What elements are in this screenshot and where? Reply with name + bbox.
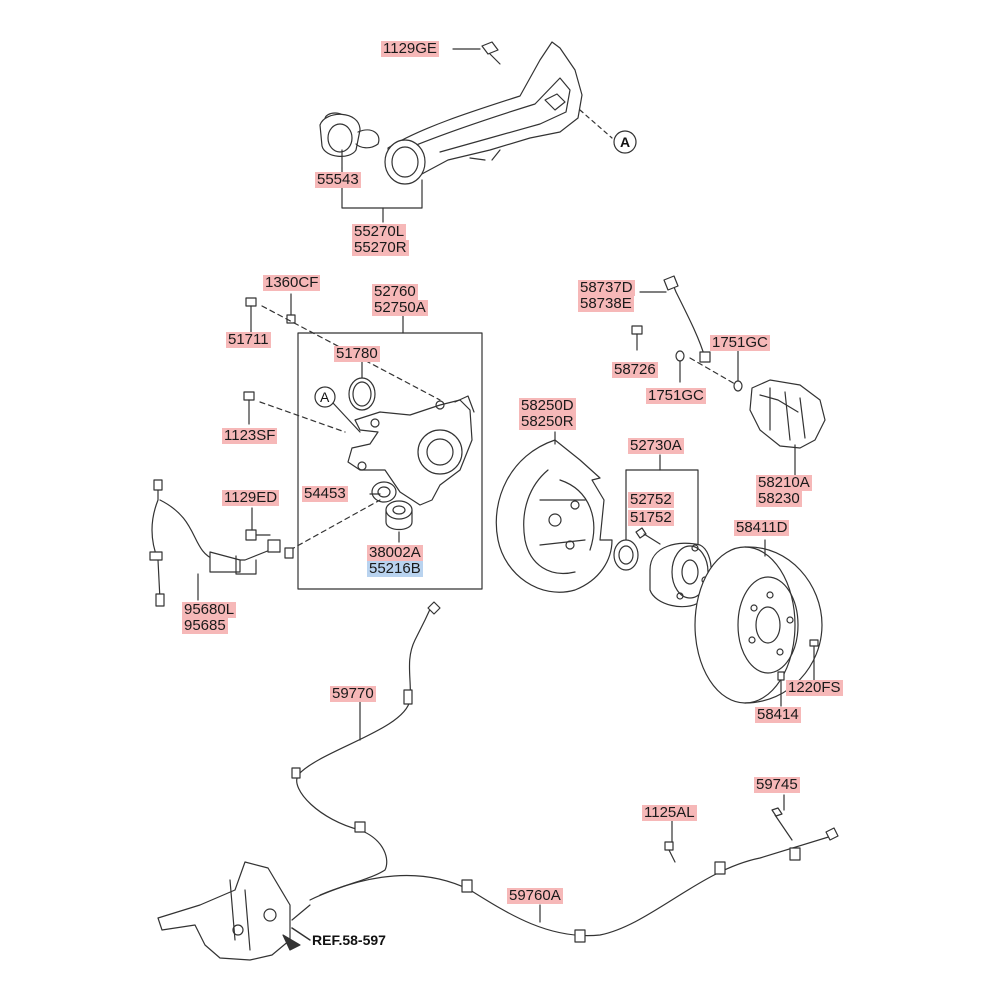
part-label[interactable]: 52730A bbox=[628, 437, 684, 454]
part-label[interactable]: 51780 bbox=[334, 345, 380, 362]
part-label[interactable]: 51752 bbox=[628, 509, 674, 526]
callout-A-knuckle bbox=[314, 386, 336, 408]
part-label[interactable]: 58414 bbox=[755, 706, 801, 723]
part-label[interactable]: 58726 bbox=[612, 361, 658, 378]
callout-A-top bbox=[613, 130, 637, 154]
part-label[interactable]: 52750A bbox=[372, 299, 428, 316]
part-label[interactable]: 1125AL bbox=[642, 804, 697, 821]
brake-disc[interactable] bbox=[694, 546, 823, 704]
part-label[interactable]: 1129GE bbox=[381, 40, 439, 57]
part-label[interactable]: 1220FS bbox=[786, 679, 843, 696]
part-label[interactable]: 52752 bbox=[628, 491, 674, 508]
part-label[interactable]: 1360CF bbox=[263, 274, 321, 291]
bolt-51711[interactable] bbox=[245, 297, 257, 331]
bolt-58726[interactable] bbox=[631, 325, 643, 351]
trailing-arm[interactable] bbox=[384, 41, 583, 185]
wheel-speed-sensor[interactable] bbox=[149, 479, 294, 607]
part-label[interactable]: 95685 bbox=[182, 617, 228, 634]
part-label[interactable]: 59760A bbox=[507, 887, 563, 904]
bolt-1129GE[interactable] bbox=[481, 41, 501, 65]
bearing-52752[interactable] bbox=[613, 539, 639, 571]
parking-brake-lever[interactable] bbox=[157, 861, 311, 961]
knuckle-assembly-box bbox=[297, 332, 483, 590]
bolt-1125AL[interactable] bbox=[664, 841, 676, 863]
part-label[interactable]: 54453 bbox=[302, 485, 348, 502]
bolt-1129ED[interactable] bbox=[245, 529, 271, 541]
part-label[interactable]: 58250R bbox=[519, 413, 576, 430]
reference-label[interactable]: REF.58-597 bbox=[312, 932, 386, 948]
bushing-55543[interactable] bbox=[319, 112, 380, 157]
nut-1360CF[interactable] bbox=[286, 314, 296, 324]
part-label[interactable]: 58411D bbox=[734, 519, 790, 536]
screw-1220FS[interactable] bbox=[809, 639, 819, 681]
part-label[interactable]: 95680L bbox=[182, 601, 237, 618]
callout-letter-A: A bbox=[620, 134, 631, 150]
part-label[interactable]: 1751GC bbox=[646, 387, 706, 404]
part-label[interactable]: 59770 bbox=[330, 685, 376, 702]
clip-59745[interactable] bbox=[771, 807, 793, 841]
parking-brake-cable-59760A[interactable] bbox=[319, 827, 839, 943]
bolt-51752[interactable] bbox=[635, 527, 661, 545]
snap-ring-51780[interactable] bbox=[348, 377, 376, 411]
part-label[interactable]: 51711 bbox=[226, 331, 271, 348]
part-label[interactable]: 58210A bbox=[756, 474, 812, 491]
part-label[interactable]: 55543 bbox=[315, 171, 361, 188]
brake-hose[interactable] bbox=[663, 275, 711, 363]
part-label[interactable]: 58230 bbox=[756, 490, 802, 507]
part-label[interactable]: 55270L bbox=[352, 223, 407, 240]
part-label[interactable]: 38002A bbox=[367, 544, 423, 561]
callout-letter-A: A bbox=[320, 389, 330, 405]
part-label[interactable]: 55270R bbox=[352, 239, 409, 256]
bushing-38002A[interactable] bbox=[385, 500, 413, 531]
brake-backing-plate[interactable] bbox=[495, 439, 613, 593]
part-label[interactable]: 1123SF bbox=[222, 427, 278, 444]
brake-caliper[interactable] bbox=[749, 379, 826, 449]
part-label[interactable]: 58250D bbox=[519, 397, 576, 414]
parking-brake-cable-59770[interactable] bbox=[291, 601, 441, 901]
part-label[interactable]: 59745 bbox=[754, 776, 800, 793]
bolt-1123SF[interactable] bbox=[243, 391, 255, 425]
bushing-54453[interactable] bbox=[371, 481, 397, 503]
bolt-58414[interactable] bbox=[777, 671, 785, 707]
part-label[interactable]: 1129ED bbox=[222, 489, 280, 506]
part-label[interactable]: 58737D bbox=[578, 279, 635, 296]
part-label[interactable]: 52760 bbox=[372, 283, 418, 300]
part-label-selected[interactable]: 55216B bbox=[367, 560, 423, 577]
part-label[interactable]: 1751GC bbox=[710, 334, 770, 351]
part-label[interactable]: 58738E bbox=[578, 295, 634, 312]
rear-knuckle[interactable] bbox=[347, 395, 475, 506]
